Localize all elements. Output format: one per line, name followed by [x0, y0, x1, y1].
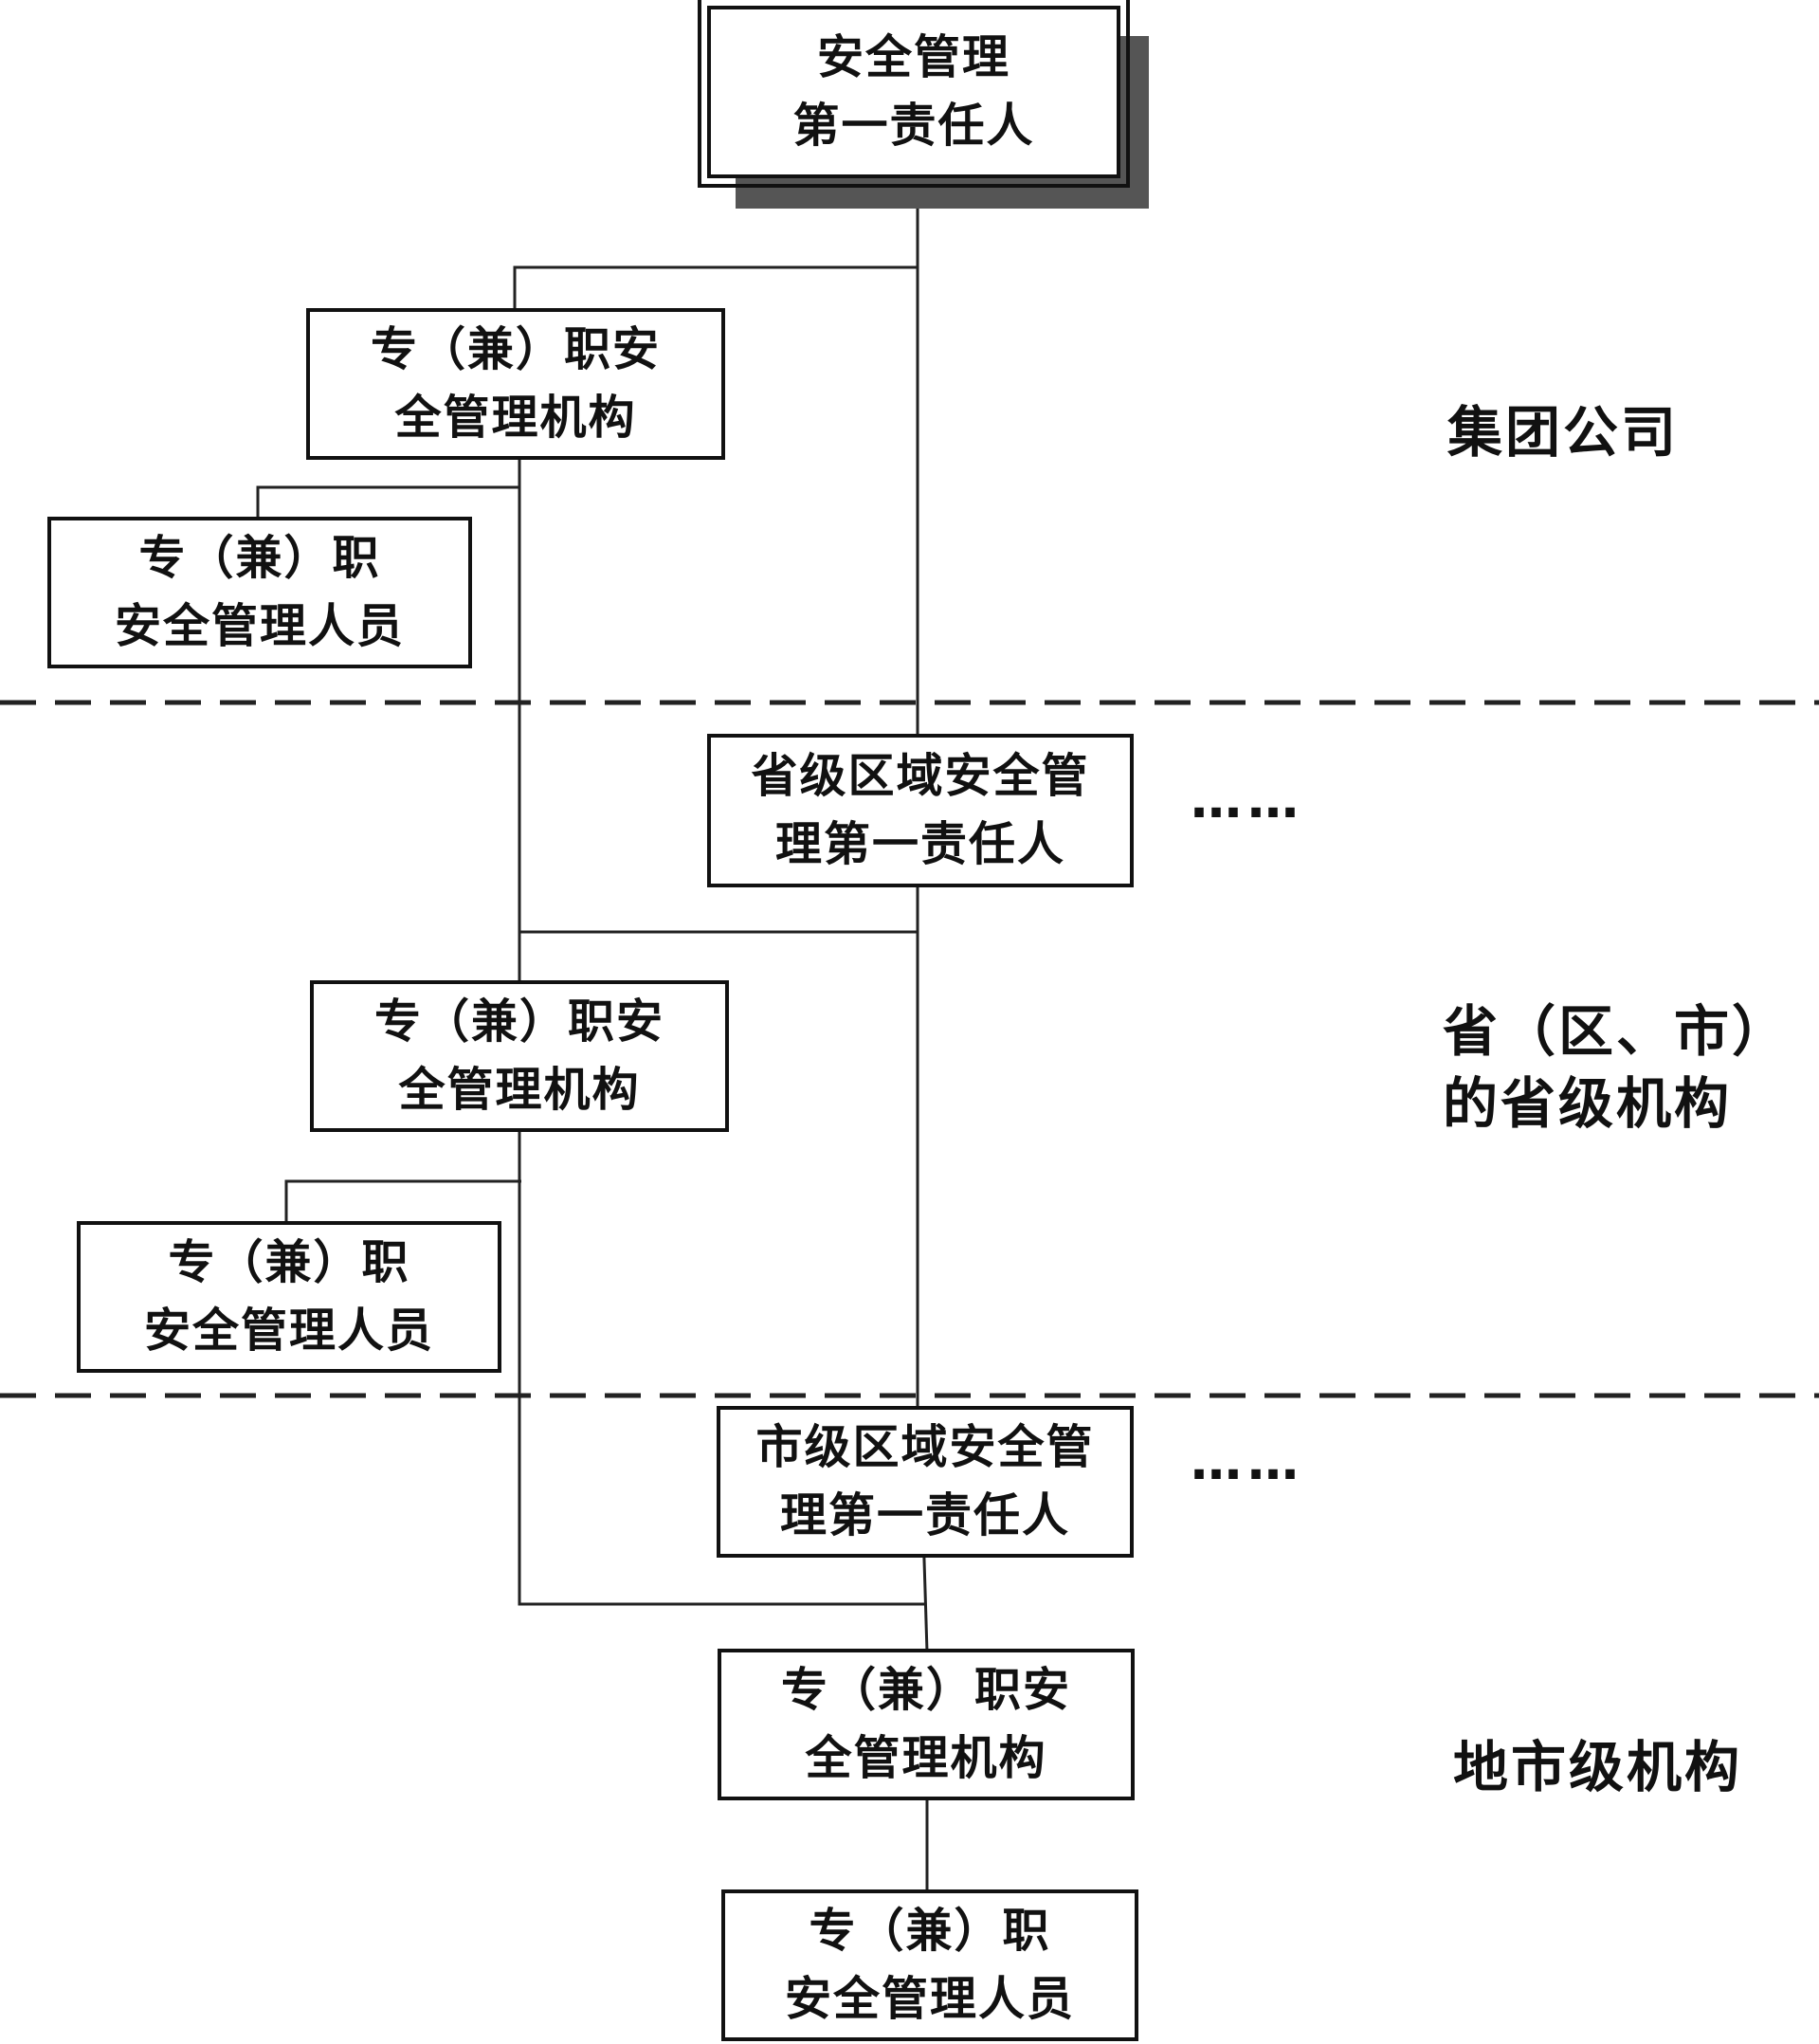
- level-label-provincial-line1: 省（区、市）: [1443, 999, 1791, 1064]
- city-staff-line2: 安全管理人员: [784, 1972, 1075, 2026]
- group-staff-line1: 专（兼）职: [138, 531, 381, 585]
- level-label-provincial-line2: 的省级机构: [1443, 1071, 1733, 1136]
- provincial-staff-box: 专（兼）职 安全管理人员: [77, 1221, 501, 1373]
- city-staff-box: 专（兼）职 安全管理人员: [721, 1889, 1138, 2041]
- city-office-line1: 专（兼）职安: [780, 1663, 1071, 1717]
- provincial-staff-line1: 专（兼）职: [168, 1235, 410, 1289]
- level-label-city: 地市级机构: [1453, 1731, 1742, 1803]
- group-office-line2: 全管理机构: [394, 391, 637, 445]
- level-label-city-line1: 地市级机构: [1453, 1735, 1743, 1799]
- provincial-office-line2: 全管理机构: [398, 1063, 641, 1117]
- provincial-office-box: 专（兼）职安 全管理机构: [310, 980, 729, 1132]
- provincial-ellipsis: ……: [1191, 770, 1304, 830]
- top-responsible-line2: 第一责任人: [792, 99, 1035, 153]
- group-staff-box: 专（兼）职 安全管理人员: [47, 517, 472, 668]
- provincial-responsible-line2: 理第一责任人: [774, 817, 1065, 871]
- connector-spine-left: [518, 458, 924, 1606]
- top-responsible-box: 安全管理 第一责任人: [698, 0, 1130, 188]
- city-staff-line1: 专（兼）职: [809, 1904, 1051, 1958]
- city-ellipsis: ……: [1191, 1432, 1304, 1491]
- group-staff-line2: 安全管理人员: [114, 599, 405, 653]
- city-office-line2: 全管理机构: [805, 1731, 1047, 1785]
- provincial-responsible-line1: 省级区域安全管: [751, 749, 1090, 803]
- provincial-staff-line2: 安全管理人员: [143, 1304, 434, 1358]
- provincial-responsible-box: 省级区域安全管 理第一责任人: [707, 734, 1134, 887]
- city-responsible-box: 市级区域安全管 理第一责任人: [717, 1406, 1134, 1558]
- group-office-box: 专（兼）职安 全管理机构: [306, 308, 725, 460]
- connector-provincial-office-staff: [284, 1179, 521, 1224]
- connector-top-group-office: [513, 265, 918, 310]
- city-office-box: 专（兼）职安 全管理机构: [718, 1649, 1135, 1800]
- provincial-office-line1: 专（兼）职安: [373, 995, 664, 1049]
- city-responsible-line2: 理第一责任人: [779, 1488, 1070, 1542]
- level-label-group: 集团公司: [1447, 396, 1679, 468]
- top-responsible-line1: 安全管理: [816, 30, 1010, 84]
- level-label-provincial: 省（区、市） 的省级机构: [1443, 995, 1790, 1140]
- group-office-line1: 专（兼）职安: [370, 322, 661, 376]
- level-label-group-line1: 集团公司: [1447, 400, 1680, 465]
- city-responsible-line1: 市级区域安全管: [755, 1420, 1095, 1474]
- connector-group-office-staff: [256, 485, 519, 520]
